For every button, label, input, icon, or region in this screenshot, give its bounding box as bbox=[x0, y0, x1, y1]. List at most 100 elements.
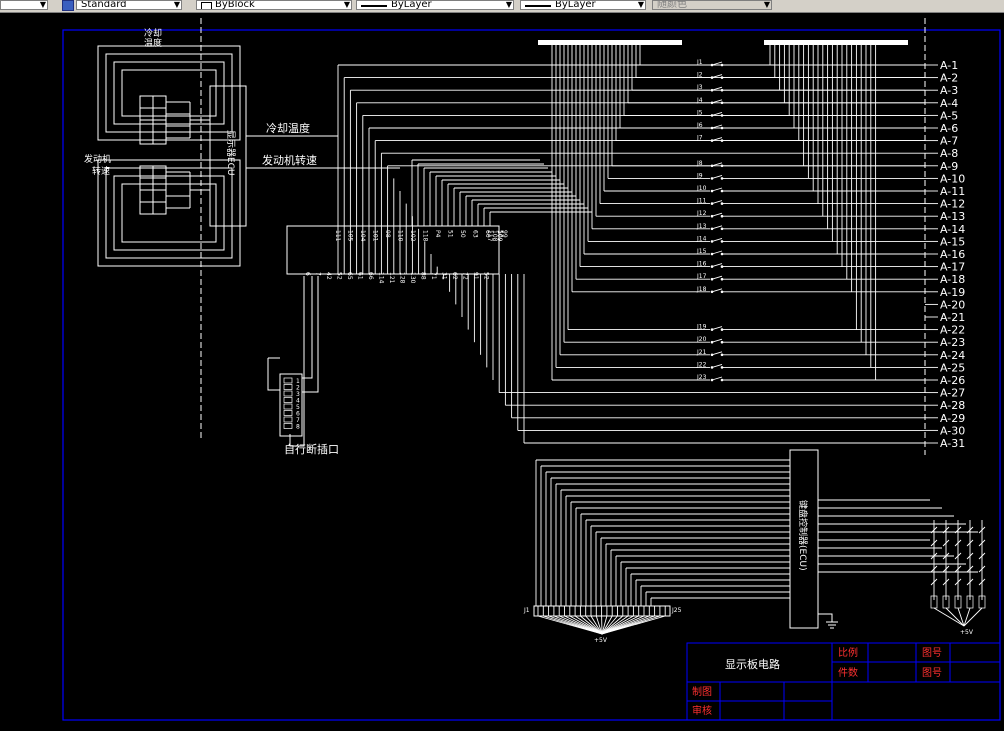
engine-block-label2: 转速 bbox=[92, 165, 110, 177]
switch-blade bbox=[711, 61, 723, 66]
chip-pin-bottom: 65 bbox=[346, 272, 353, 280]
diag-connector bbox=[279, 373, 303, 437]
switch-label: J6 bbox=[696, 122, 703, 129]
header-strip-left bbox=[538, 40, 682, 45]
power-label-left: +5V bbox=[594, 637, 608, 644]
diag-pin-label: 8 bbox=[296, 424, 300, 431]
switch-blade bbox=[711, 174, 723, 179]
power-label-right: +5V bbox=[960, 629, 974, 636]
chip-pin-bottom: 71 bbox=[430, 272, 437, 280]
terminal-label: A-30 bbox=[940, 424, 965, 437]
key-switch bbox=[942, 539, 950, 547]
switch-label: J3 bbox=[696, 84, 703, 91]
power-fan bbox=[963, 607, 983, 627]
pieces-label: 件数 bbox=[838, 666, 858, 679]
terminal-label: A-12 bbox=[940, 198, 965, 211]
cad-toolbar: ▼ Standard▼ ByBlock▼ ByLayer▼ ByLayer▼ 随… bbox=[0, 0, 1004, 13]
switch-label: J15 bbox=[696, 248, 707, 255]
text-style-combo[interactable]: Standard▼ bbox=[76, 0, 182, 10]
layer-combo[interactable]: ▼ bbox=[0, 0, 48, 10]
terminal-label: A-24 bbox=[940, 349, 965, 362]
key-switch bbox=[966, 578, 974, 586]
key-switch bbox=[942, 578, 950, 586]
lineweight-combo[interactable]: ByLayer▼ bbox=[520, 0, 646, 10]
chip-pin-bottom: 7 bbox=[315, 272, 322, 276]
switch-label: J18 bbox=[696, 286, 707, 293]
switch-blade bbox=[711, 237, 723, 242]
linetype-combo[interactable]: ByLayer▼ bbox=[356, 0, 514, 10]
terminal-label: A-25 bbox=[940, 361, 965, 374]
coolant-block-label: 冷却 bbox=[144, 27, 162, 39]
key-switch bbox=[954, 578, 962, 586]
title-block bbox=[686, 642, 1001, 721]
chip-pin-bottom: 91 bbox=[472, 272, 479, 280]
plot-style-combo[interactable]: 随颜色▼ bbox=[652, 0, 772, 10]
switch-label: J17 bbox=[696, 273, 707, 280]
bottom-connector-pins bbox=[537, 606, 666, 635]
chip-top-pins: 11110510410198110102118P4515063605611710… bbox=[334, 230, 508, 242]
diag-pin-label: 4 bbox=[296, 398, 300, 405]
switch-label: J19 bbox=[696, 324, 707, 331]
key-switch bbox=[930, 526, 938, 534]
switch-blade bbox=[711, 225, 723, 230]
terminal-label: A-28 bbox=[940, 399, 965, 412]
bus-wires bbox=[337, 64, 925, 444]
drawn-label: 制图 bbox=[692, 685, 712, 698]
main-controller-chip bbox=[286, 225, 500, 275]
power-fan bbox=[933, 607, 965, 627]
diag-pin-cell bbox=[283, 416, 293, 423]
chip-pin-bottom: 121 bbox=[388, 272, 395, 284]
power-fan bbox=[580, 615, 603, 635]
terminal-label: A-5 bbox=[940, 109, 958, 122]
terminal-label: A-10 bbox=[940, 172, 965, 185]
terminal-label: A-19 bbox=[940, 286, 965, 299]
terminal-label: A-14 bbox=[940, 223, 965, 236]
diag-pin-cell bbox=[283, 384, 293, 390]
dropdown-arrow-icon: ▼ bbox=[39, 0, 46, 9]
switch-blade bbox=[711, 99, 723, 104]
terminal-label: A-23 bbox=[940, 336, 965, 349]
switch-blade bbox=[711, 124, 723, 129]
terminal-label: A-22 bbox=[940, 324, 965, 337]
key-switch bbox=[930, 565, 938, 573]
checked-label: 审核 bbox=[692, 704, 712, 717]
dropdown-arrow-icon: ▼ bbox=[763, 0, 770, 9]
switch-blade bbox=[711, 288, 723, 293]
power-fan bbox=[945, 607, 965, 627]
diag-pin-label: 1 bbox=[296, 378, 300, 385]
ratio-label: 比例 bbox=[838, 646, 858, 659]
switch-blade bbox=[711, 212, 723, 217]
key-switch bbox=[954, 539, 962, 547]
key-switch bbox=[978, 539, 986, 547]
chip-pin-top-right: 108 bbox=[491, 230, 498, 242]
key-switch bbox=[942, 565, 950, 573]
switch-blade bbox=[711, 187, 723, 192]
power-fan bbox=[963, 607, 971, 627]
key-switch bbox=[942, 552, 950, 560]
power-fan bbox=[601, 615, 608, 635]
dropdown-arrow-icon: ▼ bbox=[505, 0, 512, 9]
diag-pin-cell bbox=[283, 423, 293, 429]
key-switch bbox=[966, 552, 974, 560]
diag-pin-cell bbox=[283, 397, 293, 403]
chip-pin-top-right: 109 bbox=[496, 230, 503, 242]
terminal-label: A-4 bbox=[940, 97, 958, 110]
diag-pin-label: 2 bbox=[296, 385, 300, 392]
bottom-connector-left: J1 bbox=[523, 607, 530, 614]
diag-pin-cell bbox=[283, 390, 293, 397]
switch-label: J9 bbox=[696, 172, 703, 179]
chip-pin-bottom: 114 bbox=[378, 272, 385, 284]
switch-blade bbox=[711, 111, 723, 116]
switch-blade bbox=[711, 162, 723, 167]
ecu-block-label: 显示器ECU bbox=[225, 130, 236, 176]
diag-bracket bbox=[267, 357, 280, 391]
switch-group: J1J2J3J4J5J6J7J8J9J10J11J12J13J14J15J16J… bbox=[551, 45, 925, 382]
block-combo[interactable]: ByBlock▼ bbox=[196, 0, 352, 10]
chip-pin-top: 51 bbox=[447, 230, 454, 238]
terminal-label: A-3 bbox=[940, 84, 958, 97]
power-fan bbox=[569, 615, 603, 635]
switch-blade bbox=[711, 326, 723, 331]
text-style-icon[interactable] bbox=[62, 0, 74, 11]
terminal-label: A-15 bbox=[940, 235, 965, 248]
